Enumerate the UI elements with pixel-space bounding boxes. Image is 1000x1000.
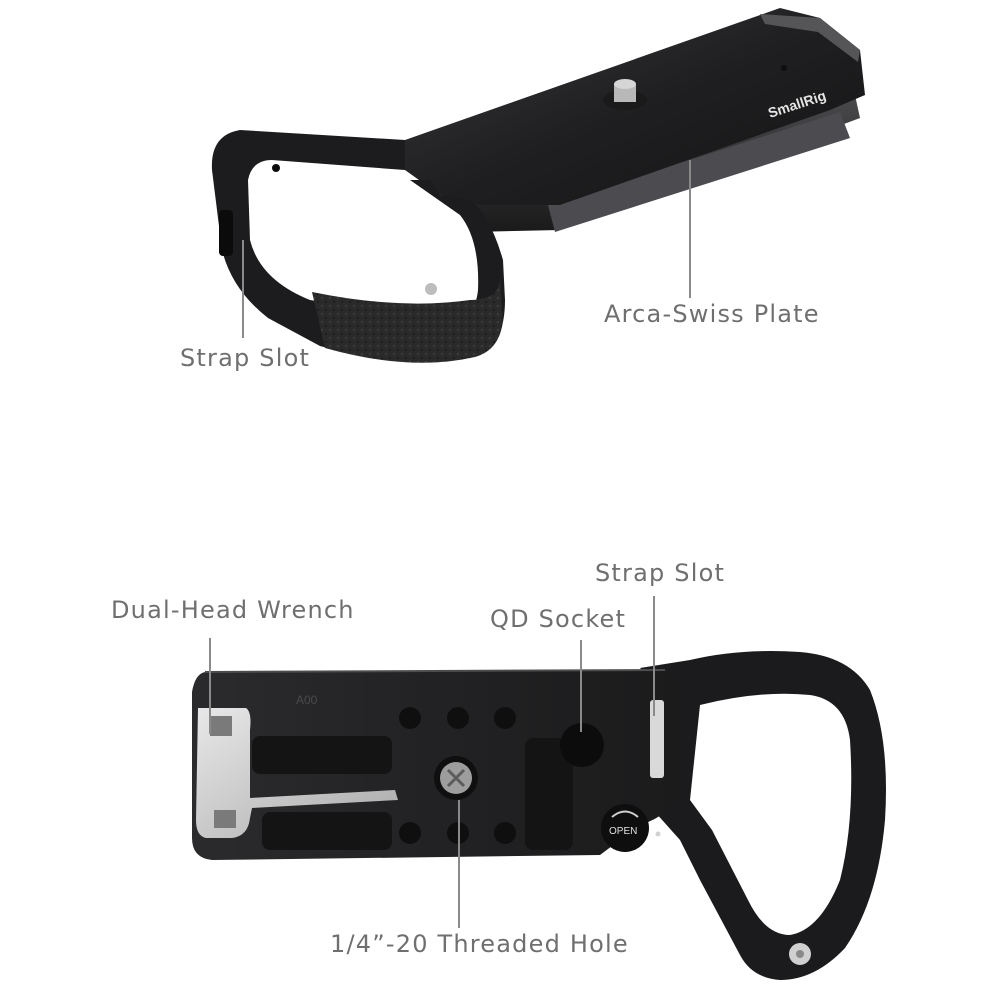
leader-strap-slot-bottom <box>653 596 655 716</box>
strap-slot-top <box>219 210 233 256</box>
callout-strap-slot-top: Strap Slot <box>180 344 311 372</box>
dual-head-wrench <box>196 708 398 838</box>
qd-socket <box>560 723 604 767</box>
leader-dual-head-wrench <box>209 638 211 734</box>
callout-qd-socket: QD Socket <box>490 605 627 633</box>
mount-screw <box>603 79 647 110</box>
leader-strap-slot-top <box>242 240 244 338</box>
open-knob: OPEN <box>601 804 661 852</box>
callout-threaded-hole: 1/4”-20 Threaded Hole <box>330 930 629 958</box>
callout-dual-head-wrench: Dual-Head Wrench <box>111 596 355 624</box>
callout-strap-slot-bottom: Strap Slot <box>595 559 726 587</box>
arca-swiss-rail <box>548 112 850 232</box>
leader-arca-swiss-plate <box>689 160 691 298</box>
part-code: A00 <box>296 693 318 707</box>
threaded-hole-screw <box>434 756 478 800</box>
callout-arca-swiss-plate: Arca-Swiss Plate <box>604 300 820 328</box>
open-label: OPEN <box>609 826 637 837</box>
bottom-product-view: A00 OPEN <box>192 651 886 980</box>
top-plate-lip <box>760 14 860 62</box>
grip-frame <box>211 130 505 362</box>
leader-qd-socket <box>580 640 582 732</box>
strap-slot-bottom <box>650 700 664 778</box>
grip-leather <box>312 280 503 363</box>
recess-bottom <box>262 812 392 850</box>
leader-threaded-hole <box>458 800 460 928</box>
top-product-view: SmallRig <box>211 8 865 363</box>
recess-top <box>252 736 392 774</box>
recess-right <box>525 738 573 850</box>
